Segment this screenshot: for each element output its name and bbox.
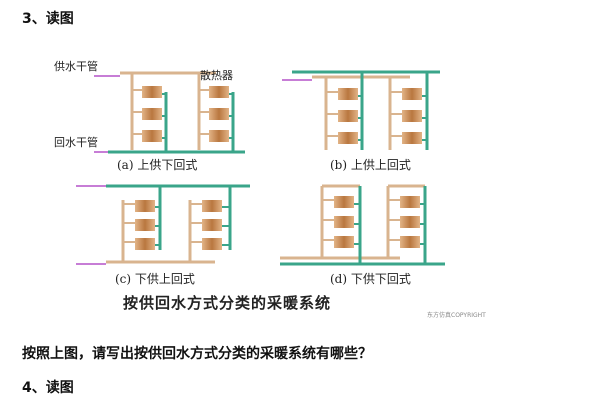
radiator-a5: [209, 108, 229, 120]
figure-title: 按供回水方式分类的采暖系统: [123, 294, 332, 312]
supply-main-label: 供水干管: [54, 60, 98, 73]
diagram-b: [282, 70, 440, 150]
radiator-a6: [209, 130, 229, 142]
radiator-d1: [334, 196, 354, 208]
radiator-a3: [142, 130, 162, 142]
radiator-b6: [402, 132, 422, 144]
diagram-a: [94, 71, 245, 154]
radiator-b2: [338, 110, 358, 122]
radiator-d5: [400, 216, 420, 228]
radiator-b3: [338, 132, 358, 144]
radiator-c2: [135, 219, 155, 231]
radiator-c6: [202, 238, 222, 250]
caption-b: (b) 上供上回式: [330, 158, 411, 172]
question-text: 按照上图，请写出按供回水方式分类的采暖系统有哪些？: [22, 346, 372, 362]
radiator-b1: [338, 88, 358, 100]
radiator-b5: [402, 110, 422, 122]
radiator-c4: [202, 200, 222, 212]
radiator-c5: [202, 219, 222, 231]
diagram-c: [76, 184, 250, 265]
radiator-d2: [334, 216, 354, 228]
caption-d: (d) 下供下回式: [330, 272, 411, 286]
radiator-d6: [400, 236, 420, 248]
radiator-label: 散热器: [200, 69, 233, 82]
caption-a: (a) 上供下回式: [117, 158, 198, 172]
radiator-d3: [334, 236, 354, 248]
watermark: 东方仿真COPYRIGHT: [427, 312, 486, 319]
caption-c: (c) 下供上回式: [115, 272, 195, 286]
section-3-heading: 3、读图: [22, 11, 74, 27]
section-4-heading: 4、读图: [22, 380, 74, 396]
radiator-c3: [135, 238, 155, 250]
radiator-d4: [400, 196, 420, 208]
radiator-c1: [135, 200, 155, 212]
diagram-d: [280, 184, 445, 266]
radiator-a4: [209, 86, 229, 98]
return-main-label: 回水干管: [54, 136, 98, 149]
radiator-b4: [402, 88, 422, 100]
radiator-a1: [142, 86, 162, 98]
radiator-a2: [142, 108, 162, 120]
